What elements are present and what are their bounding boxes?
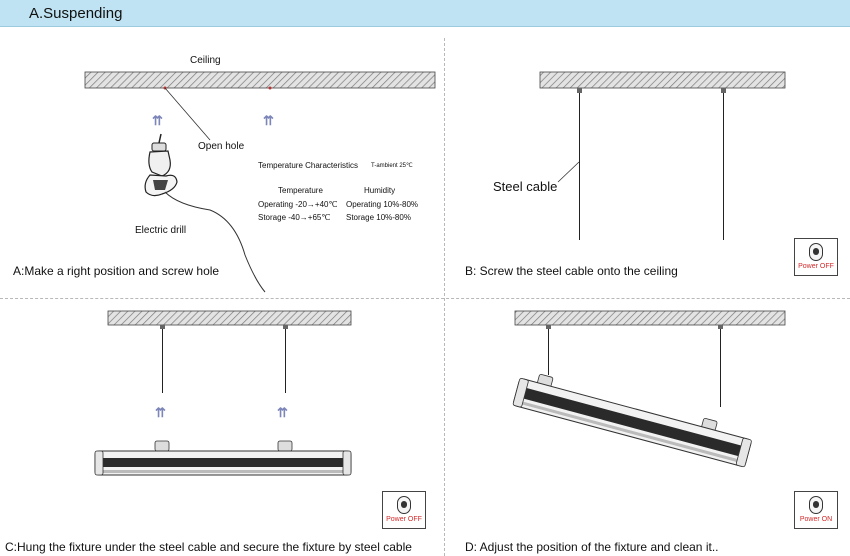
ceiling-a — [84, 71, 436, 89]
ceiling-d — [514, 310, 786, 326]
power-status-d: Power ON — [799, 516, 833, 523]
up-arrows-icon: ⇈ — [152, 113, 164, 128]
up-arrows-icon: ⇈ — [263, 113, 275, 128]
temp-row2-temp: Storage -40→+65℃ — [258, 213, 331, 222]
power-knob-icon — [809, 243, 823, 261]
power-status-b: Power OFF — [798, 263, 834, 270]
temp-row2-hum: Storage 10%-80% — [346, 213, 411, 222]
power-status-c: Power OFF — [386, 516, 422, 523]
power-switch-d: Power ON — [794, 491, 838, 529]
power-knob-icon — [397, 496, 411, 514]
temp-col-humidity: Humidity — [364, 186, 396, 195]
temp-row1-temp: Operating -20→+40℃ — [258, 200, 338, 209]
caption-c: C:Hung the fixture under the steel cable… — [5, 540, 412, 554]
horizontal-divider — [0, 298, 850, 299]
power-switch-c: Power OFF — [382, 491, 426, 529]
temp-table-title: Temperature Characteristics — [258, 161, 359, 170]
light-fixture-c — [94, 440, 352, 476]
caption-d: D: Adjust the position of the fixture an… — [465, 540, 719, 554]
up-arrows-icon: ⇈ — [155, 405, 167, 420]
screw-hole-right — [268, 86, 272, 90]
electric-drill-icon — [144, 133, 266, 293]
ceiling-c — [107, 310, 352, 326]
section-header: A.Suspending — [0, 0, 850, 27]
steel-cable-label: Steel cable — [493, 179, 558, 194]
open-hole-label: Open hole — [198, 141, 245, 152]
ceiling-b — [539, 71, 786, 89]
vertical-divider — [444, 38, 445, 556]
power-switch-b: Power OFF — [794, 238, 838, 276]
electric-drill-label: Electric drill — [135, 225, 187, 236]
power-knob-icon — [809, 496, 823, 514]
caption-a: A:Make a right position and screw hole — [13, 264, 220, 278]
section-title: A.Suspending — [29, 5, 123, 22]
up-arrows-icon: ⇈ — [277, 405, 289, 420]
caption-b: B: Screw the steel cable onto the ceilin… — [465, 264, 678, 278]
temp-row1-hum: Operating 10%-80% — [346, 200, 419, 209]
light-fixture-d — [512, 374, 752, 468]
steel-cable-leader — [557, 161, 580, 183]
ceiling-label: Ceiling — [190, 55, 221, 66]
temp-ambient: T-ambient 25℃ — [371, 163, 413, 169]
open-hole-leader — [164, 87, 211, 141]
temp-col-temperature: Temperature — [278, 186, 323, 195]
